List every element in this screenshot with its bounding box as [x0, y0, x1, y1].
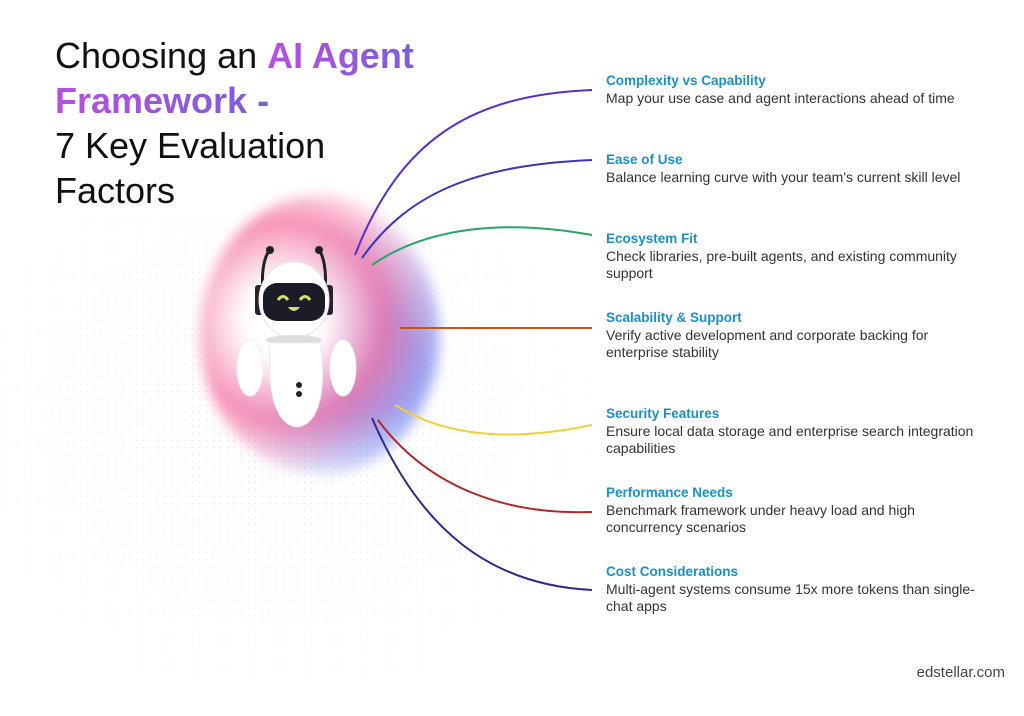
factor-description: Verify active development and corporate …: [606, 327, 929, 360]
factor-description: Check libraries, pre-built agents, and e…: [606, 248, 957, 281]
title-text: Factors: [55, 170, 176, 211]
title-text: 7 Key Evaluation: [55, 125, 326, 166]
factor-description: Balance learning curve with your team's …: [606, 169, 961, 185]
title-accent: AI Agent: [267, 35, 414, 76]
connector-line: [371, 417, 593, 591]
title-text: Choosing an: [55, 35, 268, 76]
factor-title: Security Features: [606, 406, 720, 421]
connector-line: [371, 226, 593, 266]
page-title: Choosing an AI Agent Framework - 7 Key E…: [55, 33, 414, 213]
robot-glow: [200, 195, 440, 475]
factor-description: Multi-agent systems consume 15x more tok…: [606, 581, 975, 614]
factor-title: Complexity vs Capability: [606, 73, 766, 88]
factor-title: Cost Considerations: [606, 564, 739, 579]
factor-title: Ecosystem Fit: [606, 231, 698, 246]
title-accent: Framework -: [55, 80, 270, 121]
factor-description: Benchmark framework under heavy load and…: [606, 502, 915, 535]
brand-footer: edstellar.com: [916, 664, 1005, 681]
factor-title: Ease of Use: [606, 152, 683, 167]
robot-illustration: [236, 246, 357, 428]
connector-line: [361, 159, 593, 259]
factor-title: Performance Needs: [606, 485, 733, 500]
factor-description: Map your use case and agent interactions…: [606, 90, 955, 106]
connector-line: [354, 89, 593, 256]
factor-description: Ensure local data storage and enterprise…: [606, 423, 974, 456]
connector-line: [377, 419, 593, 514]
connector-line: [394, 404, 593, 436]
factor-title: Scalability & Support: [606, 310, 742, 325]
